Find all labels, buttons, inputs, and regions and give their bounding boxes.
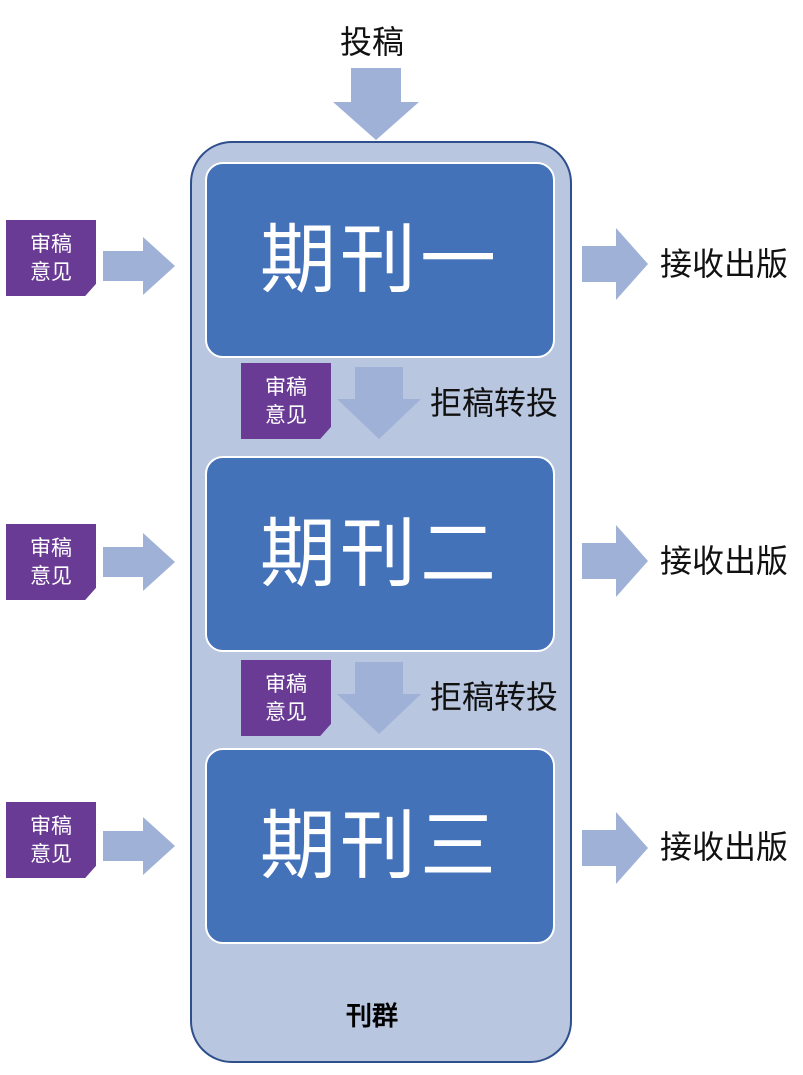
review-note-line1: 审稿	[30, 232, 72, 256]
review-note-line1: 审稿	[30, 814, 72, 838]
review-note-line2: 意见	[265, 403, 307, 427]
journal-box-1: 期刊一	[205, 162, 555, 358]
submission-arrow-icon	[333, 68, 419, 140]
review-note-transfer-2: 审稿 意见	[241, 660, 331, 736]
transfer-label-2: 拒稿转投	[430, 678, 559, 716]
review-note-left-3: 审稿 意见	[6, 802, 96, 878]
review-note-transfer-1: 审稿 意见	[241, 363, 331, 439]
review-note-line1: 审稿	[265, 672, 307, 696]
review-note-line2: 意见	[30, 842, 72, 866]
accept-label-2: 接收出版	[660, 542, 789, 580]
review-note-left-2: 审稿 意见	[6, 524, 96, 600]
review-note-line2: 意见	[265, 700, 307, 724]
review-note-line1: 审稿	[265, 375, 307, 399]
accept-arrow-icon	[582, 228, 648, 300]
journal-box-3: 期刊三	[205, 748, 555, 944]
review-note-left-1: 审稿 意见	[6, 220, 96, 296]
review-arrow-icon	[103, 817, 175, 875]
review-note-line2: 意见	[30, 564, 72, 588]
journal-label: 期刊二	[260, 509, 500, 598]
journal-label: 期刊三	[260, 801, 500, 890]
accept-arrow-icon	[582, 812, 648, 884]
review-note-line1: 审稿	[30, 536, 72, 560]
transfer-arrow-icon	[337, 367, 421, 439]
journal-label: 期刊一	[260, 215, 500, 304]
journal-box-2: 期刊二	[205, 456, 555, 652]
accept-arrow-icon	[582, 525, 648, 597]
review-arrow-icon	[103, 533, 175, 591]
group-label: 刊群	[346, 1002, 399, 1032]
accept-label-1: 接收出版	[660, 245, 789, 283]
transfer-arrow-icon	[337, 662, 421, 734]
submission-label: 投稿	[340, 23, 405, 61]
review-note-line2: 意见	[30, 260, 72, 284]
accept-label-3: 接收出版	[660, 828, 789, 866]
review-arrow-icon	[103, 237, 175, 295]
transfer-label-1: 拒稿转投	[430, 384, 559, 422]
